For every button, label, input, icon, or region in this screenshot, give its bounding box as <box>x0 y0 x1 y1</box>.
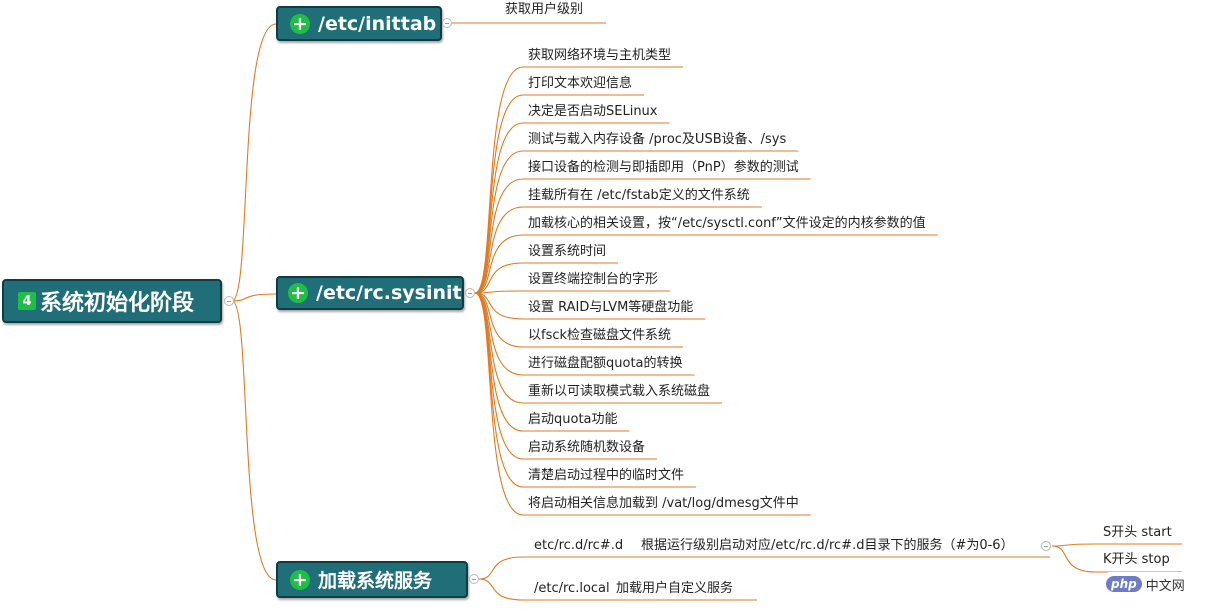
service-rcd-label[interactable]: etc/rc.d/rc#.d <box>534 538 624 553</box>
branch-node-rc-sysinit[interactable]: + /etc/rc.sysinit <box>276 276 464 310</box>
sysinit-child[interactable]: 设置终端控制台的字形 <box>528 272 659 287</box>
sub-connector <box>1051 543 1097 547</box>
sysinit-child[interactable]: 启动quota功能 <box>528 412 618 427</box>
expand-plus-icon: + <box>290 13 310 34</box>
sysinit-child[interactable]: 以fsck检查磁盘文件系统 <box>528 328 672 343</box>
branch-connector <box>474 292 524 404</box>
expand-plus-icon: + <box>288 283 308 303</box>
sub-connector <box>1051 545 1097 573</box>
sysinit-child[interactable]: 决定是否启动SELinux <box>528 104 658 119</box>
sysinit-child[interactable]: 重新以可读取模式载入系统磁盘 <box>528 384 711 399</box>
service-rcd-note[interactable]: 根据运行级别启动对应/etc/rc.d/rc#.d目录下的服务（#为0-6） <box>641 538 1014 553</box>
branch-connector <box>474 262 524 294</box>
service-k-stop[interactable]: K开头 stop <box>1103 552 1170 567</box>
branch-connector <box>474 206 524 294</box>
expand-plus-icon: + <box>290 569 310 590</box>
sysinit-child[interactable]: 清楚启动过程中的临时文件 <box>528 468 685 483</box>
php-watermark: php 中文网 <box>1106 572 1186 596</box>
sysinit-child[interactable]: 设置 RAID与LVM等硬盘功能 <box>528 300 694 315</box>
branch-label: /etc/inittab <box>318 12 437 35</box>
branch-label: /etc/rc.sysinit <box>316 282 462 304</box>
branch-connector <box>474 178 524 294</box>
branch-collapse-icon[interactable] <box>469 574 479 584</box>
sysinit-child[interactable]: 设置系统时间 <box>528 244 607 259</box>
root-node[interactable]: 4 系统初始化阶段 <box>2 279 222 323</box>
root-connector <box>231 300 277 581</box>
root-label: 系统初始化阶段 <box>40 291 195 316</box>
sysinit-child[interactable]: 将启动相关信息加载到 /vat/log/dmesg文件中 <box>528 496 799 511</box>
service-rclocal-note[interactable]: 加载用户自定义服务 <box>616 581 734 596</box>
sysinit-child[interactable]: 打印文本欢迎信息 <box>528 76 633 91</box>
number-badge: 4 <box>18 292 36 310</box>
sysinit-child[interactable]: 加载核心的相关设置，按“/etc/sysctl.conf”文件设定的内核参数的值 <box>528 216 926 231</box>
branch-node-load-services[interactable]: + 加载系统服务 <box>276 561 468 598</box>
service-s-start[interactable]: S开头 start <box>1103 525 1172 540</box>
sysinit-child[interactable]: 测试与载入内存设备 /proc及USB设备、/sys <box>528 132 787 147</box>
php-logo: php <box>1106 576 1142 592</box>
branch-collapse-icon[interactable] <box>442 18 452 28</box>
inittab-child[interactable]: 获取用户级别 <box>505 2 584 17</box>
service-rclocal-label[interactable]: /etc/rc.local <box>534 581 610 596</box>
watermark-text: 中文网 <box>1145 578 1185 594</box>
branch-connector <box>474 234 524 294</box>
branch-node-inittab[interactable]: + /etc/inittab <box>276 6 442 41</box>
branch-connector <box>474 292 524 460</box>
sysinit-child[interactable]: 挂载所有在 /etc/fstab定义的文件系统 <box>528 188 750 203</box>
branch-connector <box>474 292 524 488</box>
sysinit-child[interactable]: 启动系统随机数设备 <box>528 440 646 455</box>
service-collapse-icon[interactable] <box>1041 541 1051 551</box>
branch-connector <box>474 290 524 294</box>
branch-connector <box>478 578 524 601</box>
branch-label: 加载系统服务 <box>318 570 433 592</box>
branch-connector <box>478 556 524 580</box>
branch-connector <box>474 150 524 294</box>
sysinit-child[interactable]: 获取网络环境与主机类型 <box>528 48 672 63</box>
branch-connector <box>474 292 524 320</box>
root-collapse-icon[interactable] <box>224 296 234 306</box>
sysinit-child[interactable]: 接口设备的检测与即插即用（PnP）参数的测试 <box>528 160 799 175</box>
branch-connector <box>474 292 524 516</box>
branch-collapse-icon[interactable] <box>465 288 475 298</box>
root-connector <box>231 23 277 302</box>
root-connector <box>231 293 277 302</box>
sysinit-child[interactable]: 进行磁盘配额quota的转换 <box>528 356 683 371</box>
